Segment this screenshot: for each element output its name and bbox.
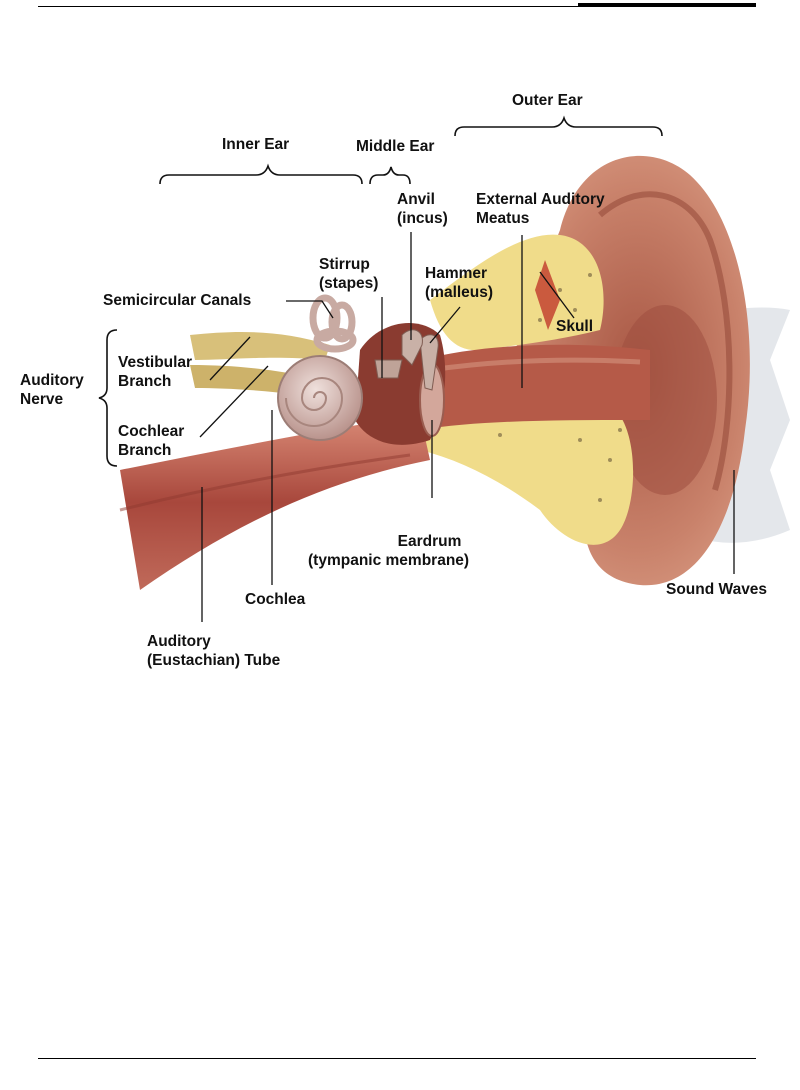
label-eardrum-line2: (tympanic membrane) <box>308 552 470 569</box>
middle-ear-bracket <box>369 166 411 185</box>
vestibular-leader <box>209 336 251 381</box>
label-auditory-tube-line1: Auditory <box>147 633 211 650</box>
label-auditory-tube: Auditory (Eustachian) Tube <box>147 632 280 670</box>
leader-lines <box>199 232 735 622</box>
footer-rule <box>38 1058 756 1059</box>
label-middle-ear: Middle Ear <box>356 138 435 155</box>
label-hammer-line2: (malleus) <box>425 284 494 301</box>
vestibular-nerve <box>190 332 330 360</box>
label-sound-waves: Sound Waves <box>666 581 768 598</box>
hammer-shape <box>419 334 439 391</box>
label-auditory-tube-line2: (Eustachian) Tube <box>147 652 281 669</box>
label-semicircular-canals: Semicircular Canals <box>103 292 252 309</box>
label-eardrum: Eardrum (tympanic membrane) <box>308 532 469 570</box>
label-auditory-nerve: Auditory Nerve <box>20 371 84 409</box>
label-cochlear-branch: Cochlear Branch <box>118 422 184 460</box>
label-inner-ear: Inner Ear <box>222 136 290 153</box>
cochlear-branch-leader <box>199 365 269 438</box>
ear-canal <box>420 344 650 430</box>
label-cochlear-branch-line2: Branch <box>118 442 172 459</box>
label-hammer: Hammer (malleus) <box>425 264 493 302</box>
label-auditory-nerve-line1: Auditory <box>20 372 84 389</box>
label-auditory-nerve-line2: Nerve <box>20 391 64 408</box>
label-anvil-line2: (incus) <box>397 210 448 227</box>
label-vestibular-line1: Vestibular <box>118 354 193 371</box>
outer-ear-bracket <box>454 115 663 137</box>
label-stirrup-line2: (stapes) <box>319 275 379 292</box>
label-vestibular-line2: Branch <box>118 373 172 390</box>
tube-muscle-lower <box>119 453 411 512</box>
label-stirrup: Stirrup (stapes) <box>319 255 378 293</box>
inner-ear-bracket <box>159 163 363 185</box>
skull-bone-lower <box>420 400 634 545</box>
stirrup-shape <box>374 359 403 379</box>
label-anvil-line1: Anvil <box>397 191 435 208</box>
label-cochlea: Cochlea <box>245 591 306 608</box>
hammer-leader <box>429 306 461 344</box>
semicircular-leader <box>286 300 334 319</box>
label-meatus-line2: Meatus <box>476 210 530 227</box>
ear-canal-highlight <box>429 357 641 373</box>
cochlea-spiral <box>285 377 344 427</box>
header-rule <box>38 6 756 7</box>
label-eardrum-line1: Eardrum <box>397 533 462 550</box>
eustachian-tube <box>120 415 430 590</box>
anvil-shape <box>401 329 423 366</box>
label-external-auditory-meatus: External Auditory Meatus <box>476 190 605 228</box>
vessel-streak <box>535 260 560 330</box>
auditory-nerve-bracket <box>98 329 118 467</box>
label-skull: Skull <box>556 318 594 335</box>
label-outer-ear: Outer Ear <box>512 92 583 109</box>
label-hammer-line1: Hammer <box>425 265 488 282</box>
bracket-lines <box>98 115 663 467</box>
bone-specks <box>498 273 622 502</box>
label-vestibular-branch: Vestibular Branch <box>118 353 192 391</box>
header-rule-thick <box>578 3 756 6</box>
label-anvil: Anvil (incus) <box>397 190 448 228</box>
label-stirrup-line1: Stirrup <box>319 256 370 273</box>
label-meatus-line1: External Auditory <box>476 191 605 208</box>
skull-bone-upper <box>430 234 604 351</box>
skull-leader <box>539 271 575 319</box>
cochlea-shape <box>277 355 363 441</box>
label-cochlear-branch-line1: Cochlear <box>118 423 185 440</box>
semicircular-canals-shape <box>309 294 357 353</box>
pinna-rim <box>598 191 733 491</box>
